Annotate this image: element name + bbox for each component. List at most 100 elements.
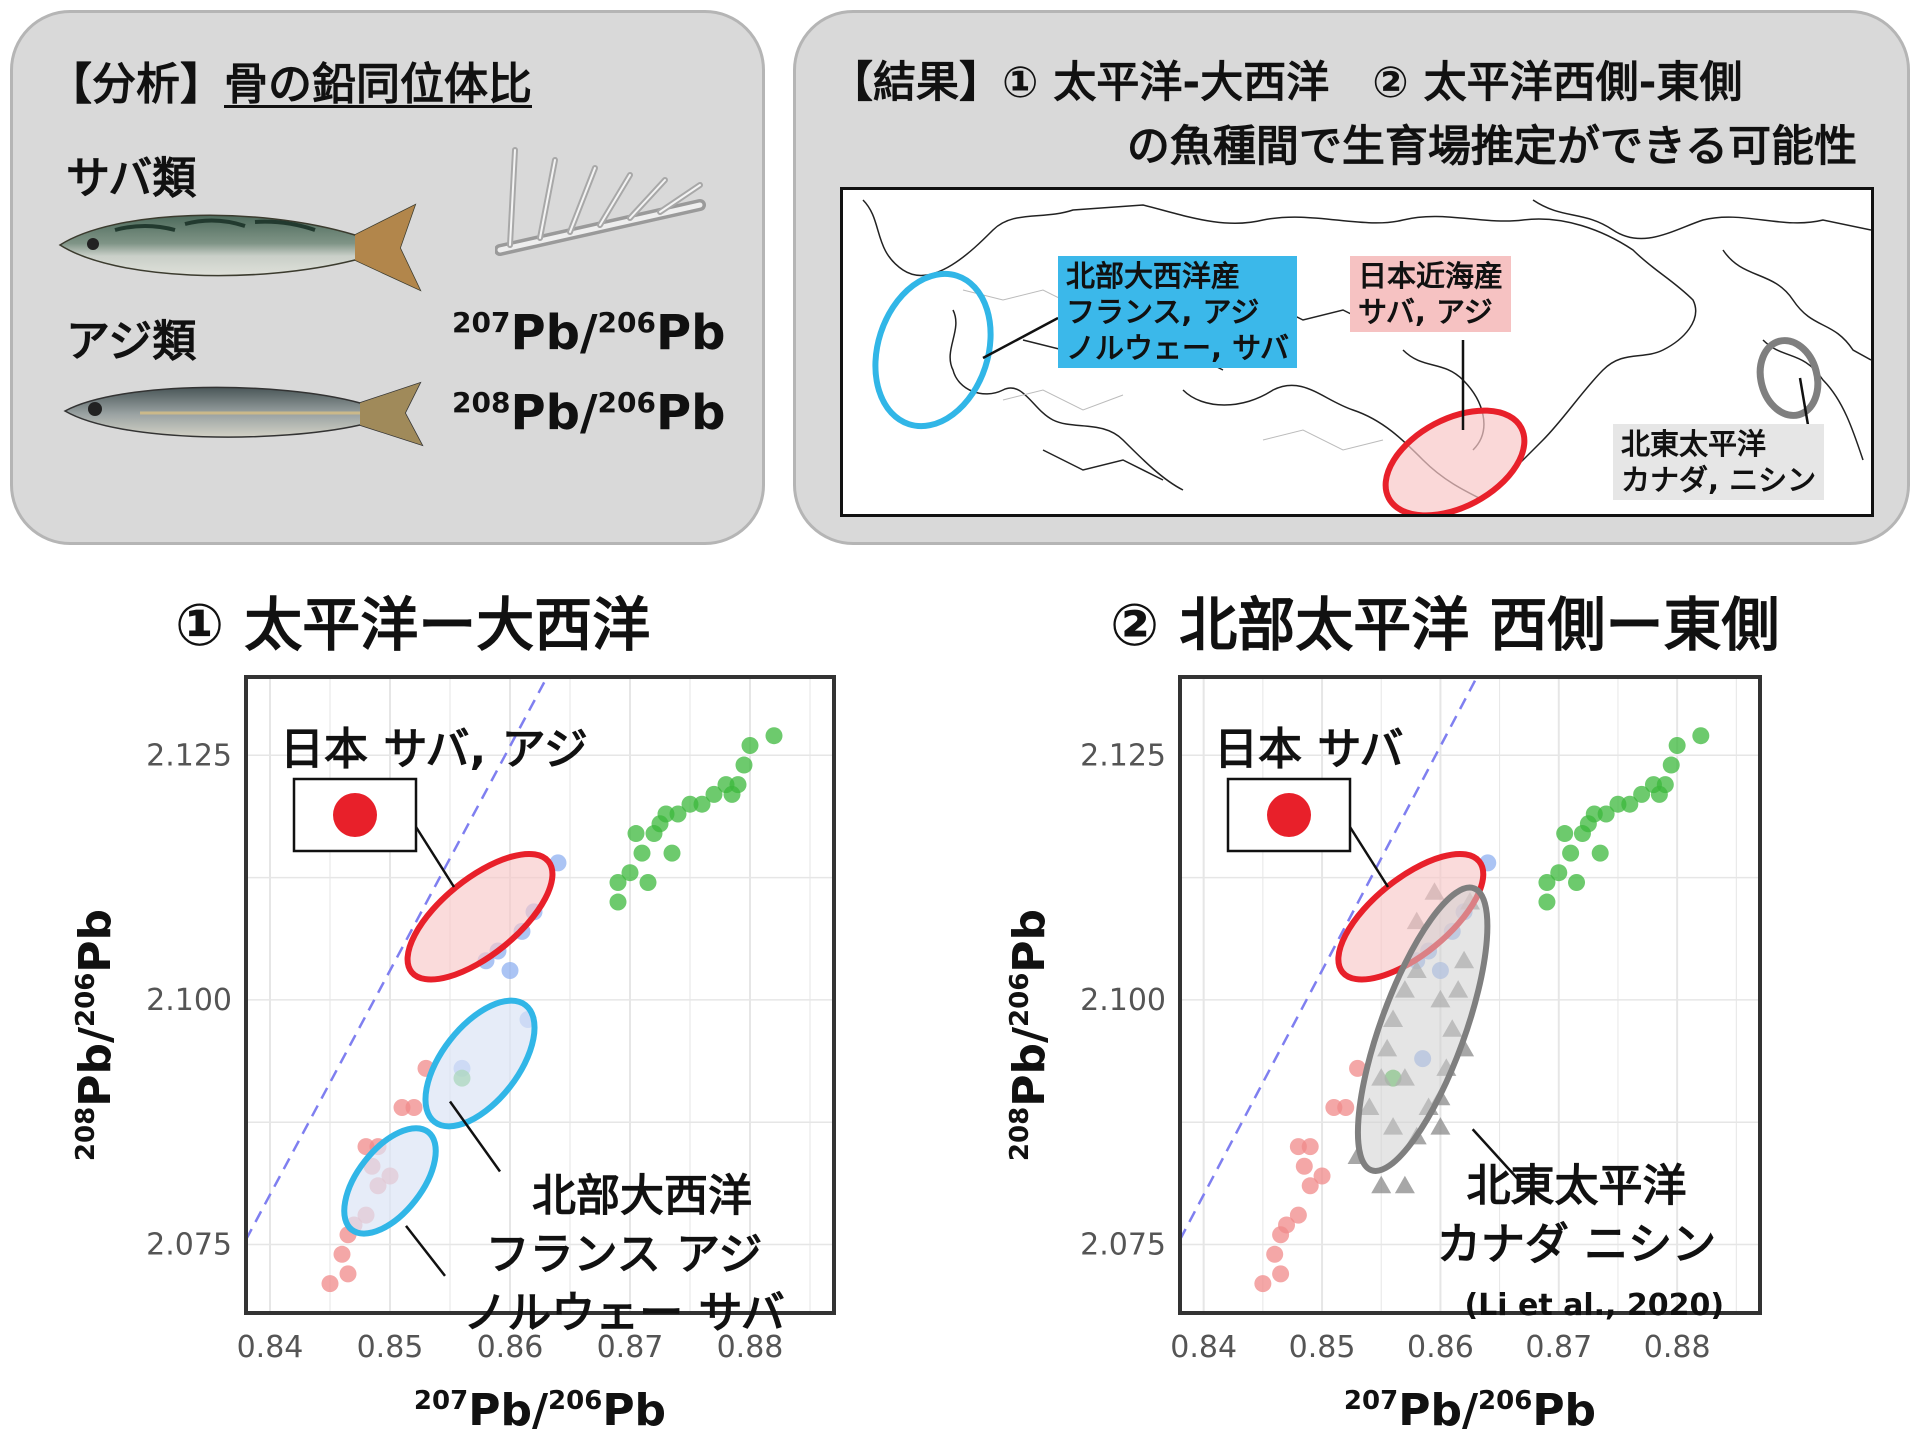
- data-point: [1538, 873, 1556, 891]
- x-tick-label: 0.86: [1407, 1330, 1474, 1365]
- data-point: [1621, 795, 1639, 813]
- data-point: [669, 805, 687, 823]
- ne-pacific-leader-line: [1471, 1128, 1524, 1186]
- data-point: [639, 873, 657, 891]
- data-point: [735, 756, 753, 774]
- atlantic-ellipse-upper: [422, 997, 538, 1130]
- data-point: [1254, 1275, 1272, 1293]
- x-tick-label: 0.84: [237, 1330, 304, 1365]
- mackerel-label: サバ類: [66, 153, 197, 204]
- ratio-208-206: 208Pb/206Pb: [452, 385, 726, 441]
- x-axis-title: 207Pb/206Pb: [414, 1385, 666, 1434]
- result-line-1: 【結果】① 太平洋-大西洋 ② 太平洋西側-東側: [830, 58, 1743, 108]
- data-point: [1692, 727, 1710, 745]
- data-point: [1568, 873, 1586, 891]
- x-axis-text: Pb: [1532, 1385, 1596, 1434]
- data-point-triangle: [1371, 1175, 1392, 1194]
- data-point: [663, 844, 681, 862]
- data-point: [1662, 756, 1680, 774]
- x-tick-label: 0.84: [1170, 1330, 1237, 1365]
- data-point: [1650, 785, 1668, 803]
- data-point: [321, 1275, 339, 1293]
- japan-leader-line: [414, 826, 456, 888]
- world-map: 北部大西洋産 フランス, アジ ノルウェー, サバ 日本近海産 サバ, アジ 北…: [840, 187, 1874, 517]
- result-line-2: の魚種間で生育場推定ができる可能性: [1126, 122, 1857, 172]
- data-point: [765, 727, 783, 745]
- data-point: [621, 864, 639, 882]
- x-axis-text: Pb: [602, 1385, 666, 1434]
- data-point: [339, 1265, 357, 1283]
- data-point: [393, 1099, 411, 1117]
- ne-pacific-ellipse: [1756, 337, 1822, 419]
- atlantic-leader-lower: [405, 1225, 446, 1277]
- chart2-title: ② 北部太平洋 西側ー東側: [1110, 591, 1780, 659]
- ratio-207-206: 207Pb/206Pb: [452, 305, 726, 361]
- data-point: [1609, 795, 1627, 813]
- y-axis-sup: 208: [1005, 1107, 1035, 1161]
- y-axis-text: Pb: [1004, 909, 1055, 973]
- x-tick-label: 0.85: [1289, 1330, 1356, 1365]
- y-tick-label: 2.100: [1080, 983, 1166, 1018]
- chart1-title: ① 太平洋ー大西洋: [175, 591, 651, 659]
- data-point-triangle: [1430, 1117, 1451, 1135]
- data-point: [705, 785, 723, 803]
- data-point: [1301, 1138, 1319, 1156]
- data-point: [1597, 805, 1615, 823]
- data-point: [1301, 1177, 1319, 1195]
- data-point: [1668, 736, 1686, 754]
- y-axis-text: Pb/: [70, 1026, 121, 1107]
- analysis-bracket: 【分析】: [48, 59, 224, 110]
- ne-pacific-ellipse-chart: [1354, 884, 1491, 1174]
- data-point: [1556, 825, 1574, 843]
- japan-ellipse: [1382, 407, 1528, 514]
- data-point: [405, 1099, 423, 1117]
- map-outline: [862, 199, 1871, 514]
- data-point: [333, 1245, 351, 1263]
- data-point: [1289, 1206, 1307, 1224]
- data-point: [1585, 805, 1603, 823]
- data-point: [1337, 1099, 1355, 1117]
- x-axis-sup: 206: [548, 1386, 602, 1416]
- reference-line: [244, 678, 548, 1241]
- x-tick-label: 0.85: [357, 1330, 424, 1365]
- norway-label: ノルウェー サバ: [463, 1288, 785, 1339]
- atlantic-ellipse-lower: [341, 1125, 439, 1237]
- japan-leader-line: [1348, 826, 1390, 888]
- data-point: [1266, 1245, 1284, 1263]
- x-tick-label: 0.87: [597, 1330, 664, 1365]
- data-point: [681, 795, 699, 813]
- x-axis-text: Pb/: [1398, 1385, 1479, 1434]
- y-tick-label: 2.100: [146, 983, 232, 1018]
- atlantic-label: 北部大西洋: [532, 1170, 752, 1221]
- ne-pacific-label: 北東太平洋: [1467, 1160, 1687, 1211]
- data-point: [1349, 1059, 1367, 1077]
- data-point: [633, 844, 651, 862]
- data-point: [741, 736, 759, 754]
- canada-label: カナダ ニシン: [1437, 1219, 1716, 1270]
- japan-cluster-ellipse: [404, 850, 556, 983]
- mackerel-image: [58, 203, 422, 292]
- atlantic-map-label: 北部大西洋産 フランス, アジ ノルウェー, サバ: [1058, 256, 1297, 368]
- japan-map-label: 日本近海産 サバ, アジ: [1350, 256, 1512, 332]
- x-axis-sup: 206: [1478, 1386, 1532, 1416]
- atlantic-leader-upper: [448, 1100, 502, 1173]
- data-point: [657, 805, 675, 823]
- horse-mackerel-label: アジ類: [66, 316, 197, 367]
- data-point-triangle: [1394, 1175, 1415, 1194]
- x-tick-label: 0.87: [1525, 1330, 1592, 1365]
- y-axis-sup: 208: [71, 1107, 101, 1161]
- data-point: [609, 893, 627, 911]
- x-tick-label: 0.88: [717, 1330, 784, 1365]
- y-tick-label: 2.075: [146, 1228, 232, 1263]
- japan-label: 日本 サバ, アジ: [280, 724, 588, 775]
- data-point: [1313, 1167, 1331, 1185]
- x-axis-sup: 207: [1344, 1386, 1398, 1416]
- france-label: フランス アジ: [486, 1229, 763, 1280]
- data-point: [627, 825, 645, 843]
- x-tick-label: 0.88: [1644, 1330, 1711, 1365]
- y-axis-title: 208Pb/206Pb: [1004, 909, 1055, 1161]
- data-point: [1289, 1138, 1307, 1156]
- plot-frame: [1178, 675, 1762, 1315]
